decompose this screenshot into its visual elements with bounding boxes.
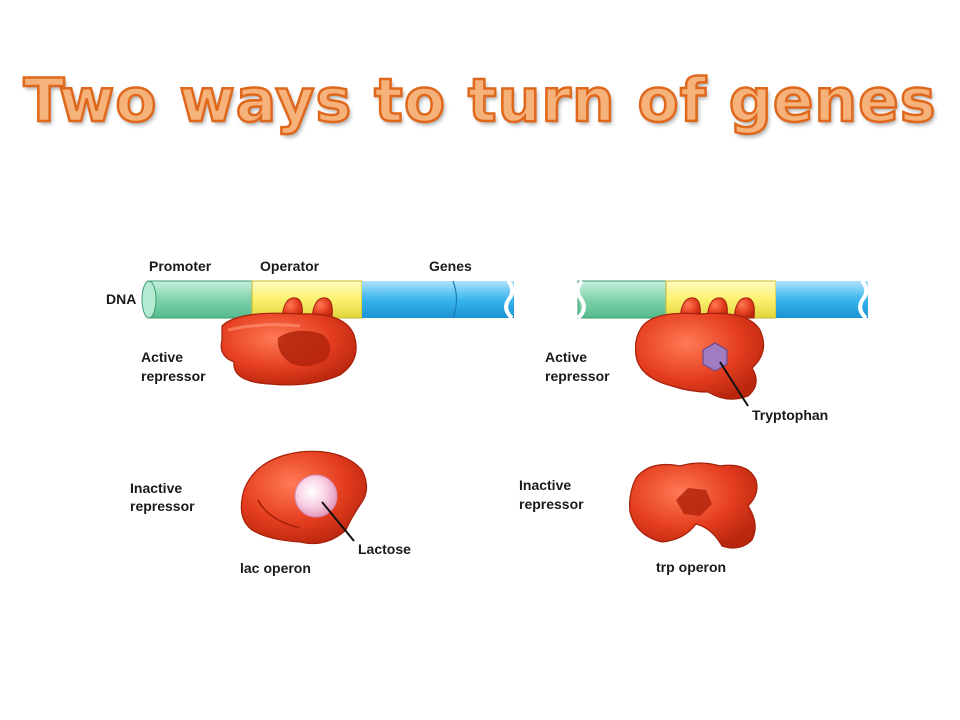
lac-inactive-label-line2: repressor: [130, 498, 195, 514]
trp-active-label-line1: Active: [545, 349, 587, 365]
trp-operon-word: operon: [679, 559, 726, 575]
trp-genes-segment: [776, 281, 868, 318]
slide-title: Two ways to turn of genes: [22, 65, 937, 138]
dna-label: DNA: [106, 291, 136, 307]
lac-promoter-segment: [147, 280, 253, 319]
lac-active-label-line1: Active: [141, 349, 183, 365]
lac-operator-segment: [251, 280, 363, 319]
trp-inactive-label-line2: repressor: [519, 496, 584, 512]
lactose-molecule: [294, 474, 338, 518]
promoter-label: Promoter: [149, 258, 212, 274]
tryptophan-pointer-line: [719, 361, 749, 407]
trp-dna-break-right: [858, 279, 869, 320]
lac-operon-italic: lac: [240, 560, 260, 576]
lac-active-repressor: [220, 297, 357, 386]
lac-gene-divider: [452, 280, 458, 319]
lac-operon-word: operon: [263, 560, 310, 576]
trp-dna-break-left: [575, 279, 586, 320]
lactose-label: Lactose: [358, 541, 411, 557]
trp-active-label-line2: repressor: [545, 368, 610, 384]
trp-promoter-segment: [577, 280, 667, 319]
lac-dna-break: [504, 279, 515, 320]
lac-dna-strand: [141, 279, 515, 320]
lac-inactive-label-line1: Inactive: [130, 480, 182, 496]
lac-genes-segment: [362, 281, 514, 318]
lactose-pointer-line: [321, 501, 355, 542]
trp-operon-italic: trp: [656, 559, 675, 575]
trp-inactive-repressor: [629, 462, 758, 549]
genes-label: Genes: [429, 258, 472, 274]
trp-active-repressor: [634, 297, 765, 400]
operator-label: Operator: [260, 258, 320, 274]
tryptophan-label: Tryptophan: [752, 407, 828, 423]
lac-active-label-line2: repressor: [141, 368, 206, 384]
lac-dna-end-cap: [141, 280, 157, 319]
trp-inactive-label-line1: Inactive: [519, 477, 571, 493]
